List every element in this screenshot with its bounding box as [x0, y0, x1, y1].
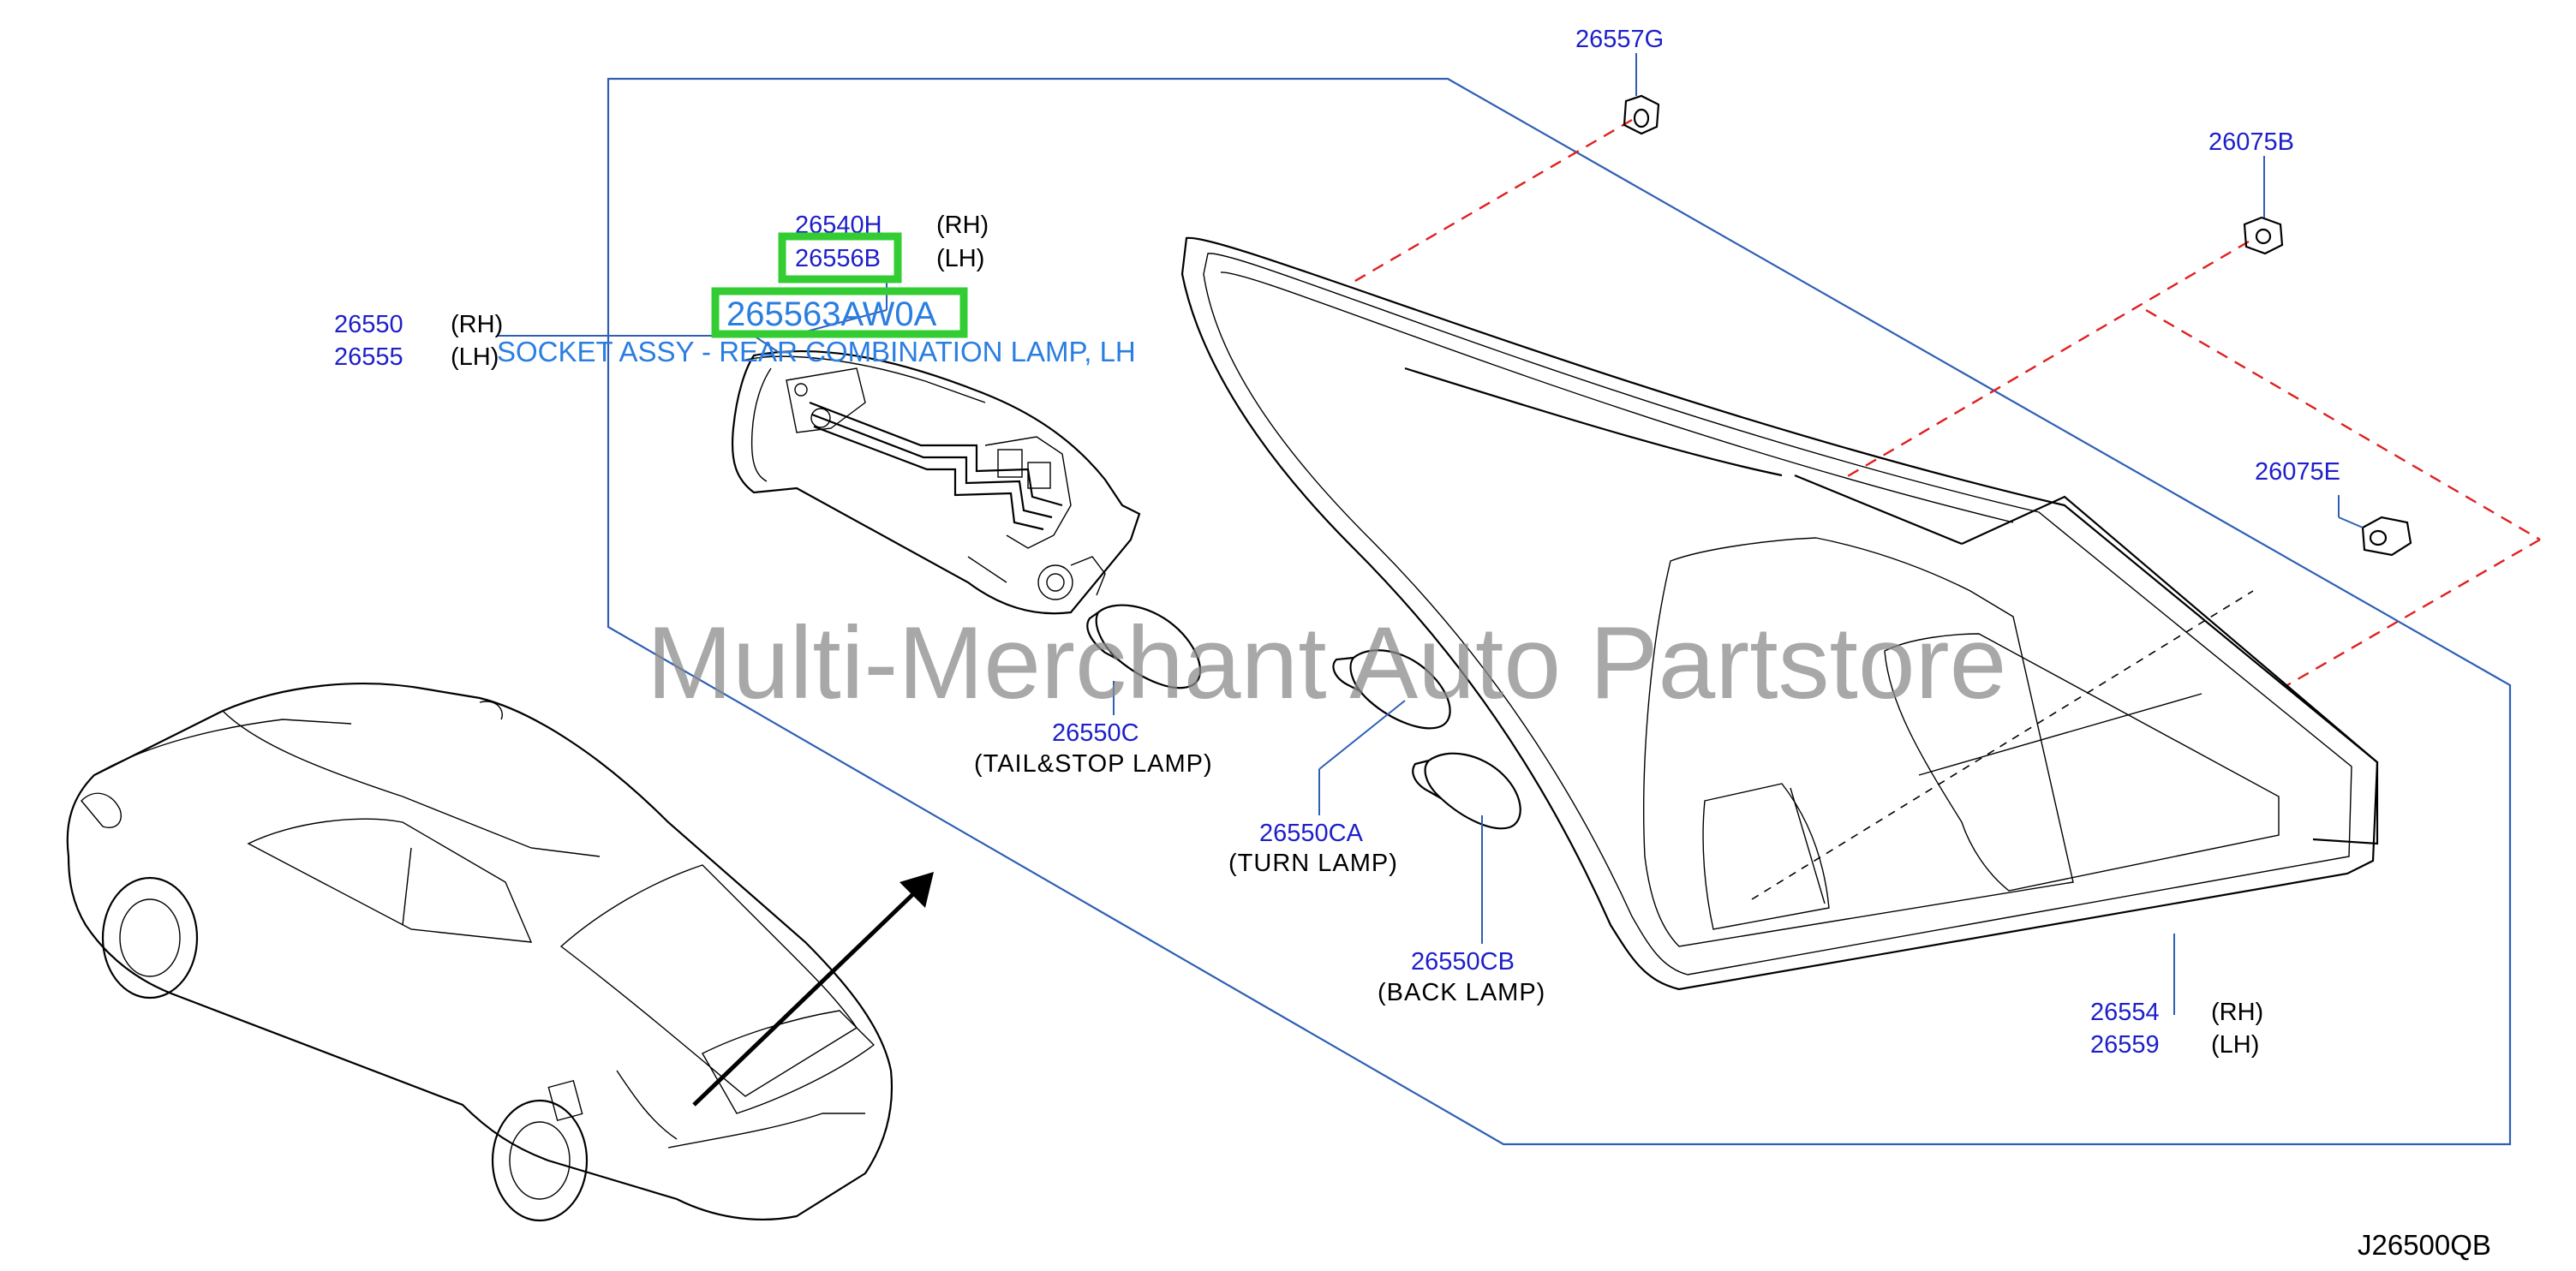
- part-26555-side: (LH): [451, 343, 499, 371]
- watermark: Multi-Merchant Auto Partstore: [647, 606, 2006, 720]
- part-26550c-desc: (TAIL&STOP LAMP): [974, 750, 1213, 778]
- part-26550c[interactable]: 26550C: [1052, 719, 1139, 747]
- tooltip-socket-assy: SOCKET ASSY - REAR COMBINATION LAMP, LH: [497, 336, 1136, 367]
- assembly-frame: [607, 77, 2512, 1146]
- part-26559-side: (LH): [2211, 1031, 2259, 1059]
- highlighted-part-number[interactable]: 265563AW0A: [726, 295, 937, 333]
- part-26550[interactable]: 26550: [334, 311, 403, 338]
- clip-26075e-icon[interactable]: [2338, 495, 2412, 557]
- part-26554-side: (RH): [2211, 999, 2263, 1026]
- diagram-code: J26500QB: [2358, 1229, 2491, 1261]
- alignment-lines: [1348, 118, 2541, 687]
- part-26556b[interactable]: 26556B: [795, 245, 881, 272]
- part-26559[interactable]: 26559: [2090, 1031, 2160, 1059]
- part-26075b[interactable]: 26075B: [2208, 128, 2294, 156]
- bulb-back-icon[interactable]: [1412, 752, 1521, 944]
- highlight-box-main: [711, 287, 968, 338]
- part-26554[interactable]: 26554: [2090, 999, 2160, 1026]
- socket-assy-harness[interactable]: [731, 349, 1141, 615]
- part-26557g[interactable]: 26557G: [1575, 26, 1664, 53]
- part-26540h-side: (RH): [936, 212, 989, 239]
- part-26550-side: (RH): [451, 311, 503, 338]
- highlight-box-26556b: [778, 232, 902, 283]
- bulb-tail-stop-icon[interactable]: [1086, 604, 1201, 715]
- vehicle-silhouette: [66, 683, 894, 1222]
- clip-26557g-icon[interactable]: [1623, 53, 1660, 135]
- bulb-turn-icon[interactable]: [1318, 649, 1451, 815]
- rear-combination-lamp[interactable]: [1180, 236, 2379, 1015]
- part-26550ca[interactable]: 26550CA: [1259, 820, 1364, 847]
- nut-26075b-icon[interactable]: [2243, 156, 2284, 255]
- part-26550cb-desc: (BACK LAMP): [1378, 979, 1545, 1006]
- part-26556b-side: (LH): [936, 245, 984, 272]
- part-26550cb[interactable]: 26550CB: [1411, 948, 1515, 976]
- direction-arrow: [692, 872, 934, 1107]
- part-26550ca-desc: (TURN LAMP): [1228, 850, 1398, 877]
- part-26555[interactable]: 26555: [334, 343, 403, 371]
- part-26075e[interactable]: 26075E: [2255, 458, 2340, 486]
